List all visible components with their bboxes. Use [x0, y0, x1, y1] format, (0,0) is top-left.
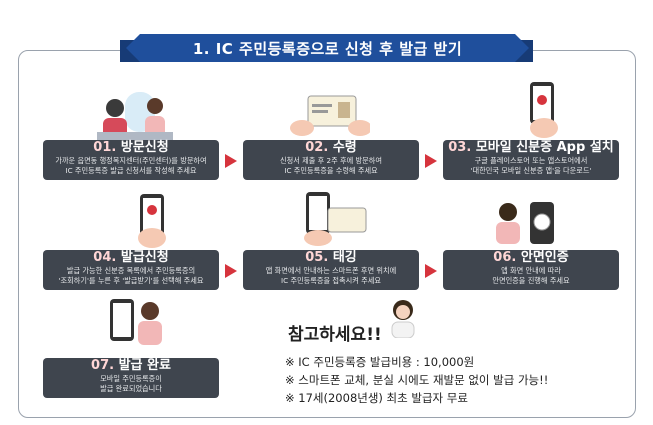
arrow-right-icon [425, 264, 437, 278]
step-card-01: 01. 방문신청 가까운 읍면동 행정복지센터(주민센터)를 방문하여 IC 주… [43, 140, 219, 180]
step-card-04: 04. 발급신청 발급 가능한 신분증 목록에서 주민등록증의 '조회하기'를 … [43, 250, 219, 290]
arrow-right-icon [425, 154, 437, 168]
face-auth-illustration [496, 202, 554, 244]
id-card-hands-illustration [290, 95, 370, 136]
arrow-right-icon [225, 154, 237, 168]
step-desc-1: 앱 화면 안내에 따라 [501, 266, 561, 275]
step-desc-2: 안면인증을 진행해 주세요 [492, 276, 570, 285]
step-card-07: 07. 발급 완료 모바일 주민등록증이 발급 완료되었습니다 [43, 358, 219, 398]
step-desc-2: IC 주민등록증을 접촉시켜 주세요 [281, 276, 381, 285]
step-card-05: 05. 태깅 앱 화면에서 안내하는 스마트폰 후면 위치에 IC 주민등록증을… [243, 250, 419, 290]
notes-title: 참고하세요!! [288, 320, 382, 348]
person-desk-illustration [97, 92, 173, 140]
step-desc-1: 모바일 주민등록증이 [100, 374, 162, 383]
step-desc-1: 앱 화면에서 안내하는 스마트폰 후면 위치에 [265, 266, 397, 275]
step-title: 01. 방문신청 [93, 140, 169, 155]
step-title: 06. 안면인증 [493, 250, 569, 265]
step-desc-2: IC 주민등록증 발급 신청서를 작성해 주세요 [65, 166, 197, 175]
step-desc-1: 가까운 읍면동 행정복지센터(주민센터)를 방문하여 [55, 156, 207, 165]
step-title: 03. 모바일 신분증 App 설치 [448, 140, 614, 155]
nfc-tagging-illustration [304, 192, 367, 246]
step-desc-2: IC 주민등록증을 수령해 주세요 [284, 166, 378, 175]
phone-apply-illustration [138, 194, 166, 248]
completion-illustration [110, 299, 162, 345]
step-title: 04. 발급신청 [93, 250, 169, 265]
step-title: 05. 태깅 [305, 250, 357, 265]
step-desc-2: '대한민국 모바일 신분증 앱'을 다운로드' [470, 166, 592, 175]
note-item-2: ※ 스마트폰 교체, 분실 시에도 재발문 없이 발급 가능!! [285, 373, 549, 387]
note-item-1: ※ IC 주민등록증 발급비용 : 10,000원 [285, 355, 475, 369]
phone-hand-illustration [530, 82, 558, 138]
note-character-illustration [391, 300, 415, 338]
step-desc-1: 구글 플레이스토어 또는 앱스토어에서 [474, 156, 588, 165]
arrow-right-icon [225, 264, 237, 278]
step-desc-1: 신청서 제출 후 2주 후에 방문하여 [280, 156, 382, 165]
step-card-02: 02. 수령 신청서 제출 후 2주 후에 방문하여 IC 주민등록증을 수령해… [243, 140, 419, 180]
step-desc-1: 발급 가능한 신분증 목록에서 주민등록증의 [66, 266, 196, 275]
step-desc-2: 발급 완료되었습니다 [100, 384, 162, 393]
step-title: 02. 수령 [305, 140, 357, 155]
step-card-03: 03. 모바일 신분증 App 설치 구글 플레이스토어 또는 앱스토어에서 '… [443, 140, 619, 180]
step-desc-2: '조회하기'를 누른 후 '발급받기'를 선택해 주세요 [58, 276, 204, 285]
banner-title: 1. IC 주민등록증으로 신청 후 발급 받기 [126, 34, 529, 62]
step-title: 07. 발급 완료 [91, 358, 171, 373]
note-item-3: ※ 17세(2008년생) 최초 발급자 무료 [285, 391, 468, 405]
step-card-06: 06. 안면인증 앱 화면 안내에 따라 안면인증을 진행해 주세요 [443, 250, 619, 290]
